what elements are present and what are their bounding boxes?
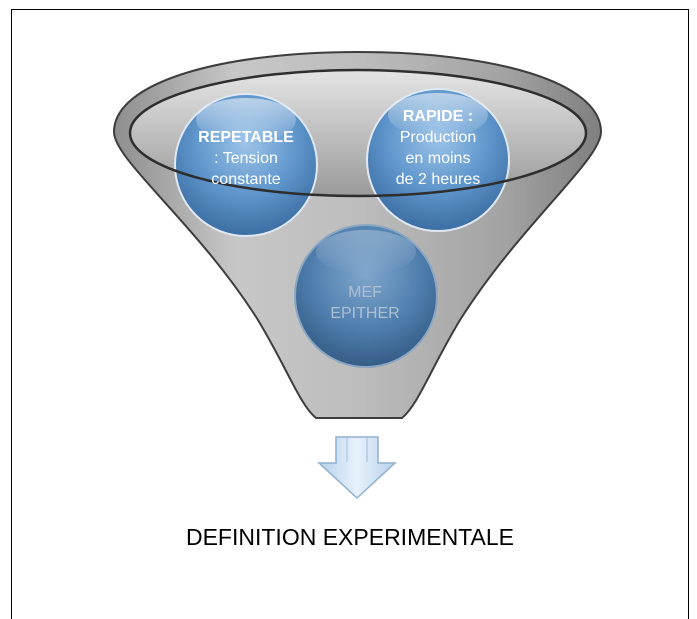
bubble-center-text: MEF EPITHER	[315, 282, 415, 324]
bubble-center-line1: MEF	[348, 284, 382, 301]
funnel-rim-outline	[128, 68, 588, 198]
bubble-right-line1: Production	[399, 129, 477, 146]
frame-left-border	[11, 9, 12, 619]
bubble-right-line2: en moins	[405, 150, 471, 167]
bubble-left-line1: : Tension	[214, 150, 278, 167]
bubble-right-text: RAPIDE : Production en moins de 2 heures	[372, 106, 504, 190]
conclusion-label: DEFINITION EXPERIMENTALE	[185, 524, 514, 550]
bubble-right-line3: de 2 heures	[395, 171, 481, 188]
frame-top-border	[11, 9, 688, 10]
bubble-left-text: REPETABLE : Tension constante	[185, 127, 307, 190]
bubble-left-line2: constante	[211, 171, 281, 188]
bubble-center	[294, 224, 438, 368]
bubble-right	[366, 88, 510, 232]
frame-right-border	[688, 9, 689, 619]
down-arrow-icon	[317, 436, 397, 500]
bubble-center-line2: EPITHER	[330, 305, 400, 322]
bubble-left-title: REPETABLE	[198, 129, 294, 146]
bubble-right-title: RAPIDE :	[402, 108, 474, 125]
bubble-left	[174, 93, 318, 237]
